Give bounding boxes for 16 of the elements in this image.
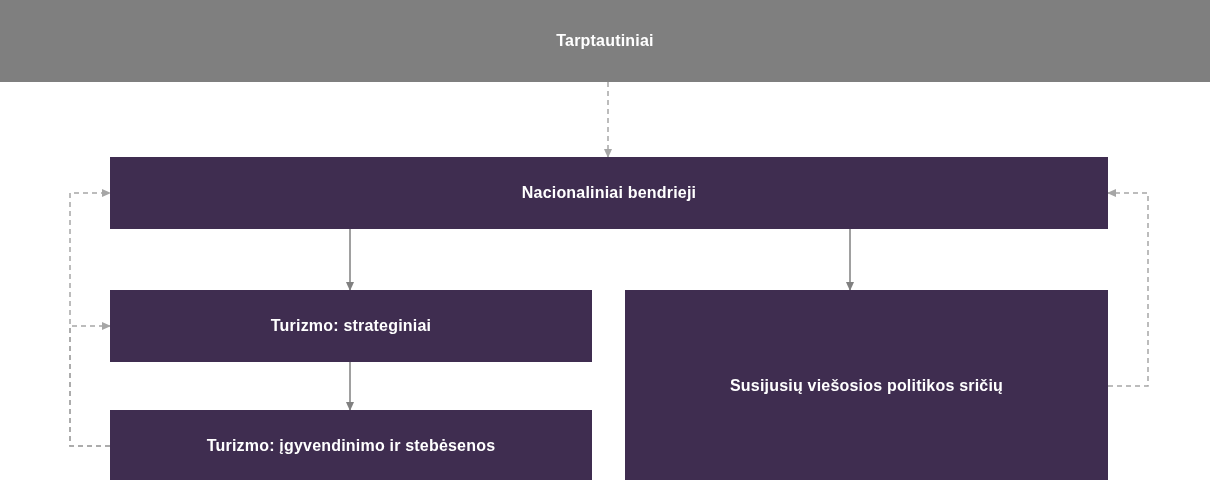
dashed-arrow (69, 322, 111, 447)
header-band (0, 0, 1210, 82)
arrow (346, 228, 354, 291)
arrow (846, 228, 854, 291)
box-label: Tarptautiniai (556, 32, 654, 50)
box-label: Turizmo: strateginiai (270, 317, 432, 335)
dashed-arrow (1107, 189, 1149, 387)
box-label: Nacionaliniai bendrieji (521, 184, 697, 202)
box-label: Susijusių viešosios politikos sričių (729, 377, 1004, 395)
level-box (110, 157, 1108, 229)
arrow (346, 361, 354, 411)
level-box (625, 290, 1108, 480)
box-label: Turizmo: įgyvendinimo ir stebėsenos (206, 437, 496, 455)
level-box (110, 410, 592, 480)
dashed-arrow (604, 81, 612, 158)
level-box (110, 290, 592, 362)
